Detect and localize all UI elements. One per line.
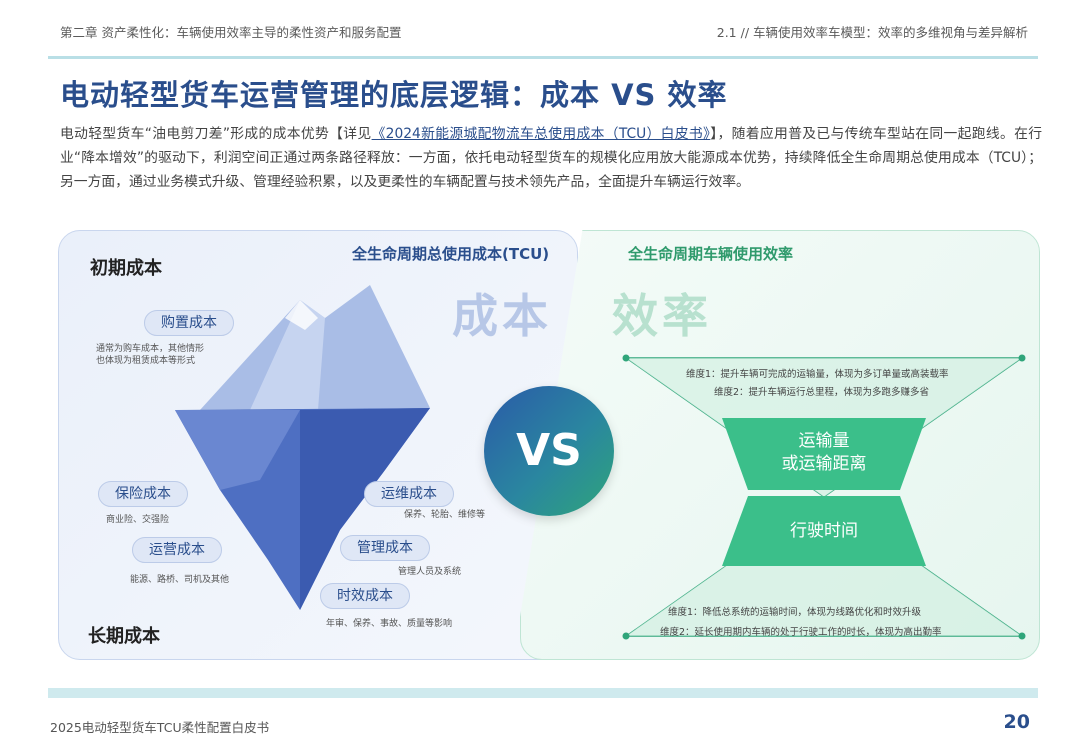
transport-volume-label: 运输量 或运输距离	[781, 431, 867, 474]
intro-text-2: 】，随着应用普及已与传统车型站在同一起跑线。在行业“降本增效”的驱动下，利润空间…	[60, 126, 1043, 190]
iceberg-body-light	[175, 410, 300, 490]
corner-dot-tr	[1018, 354, 1026, 362]
efficiency-watermark: 效率	[612, 289, 712, 343]
insurance-cost-note: 商业险、交强险	[106, 515, 170, 525]
cost-watermark: 成本	[452, 289, 552, 343]
header-divider	[48, 56, 1038, 59]
footer-title: 2025电动轻型货车TCU柔性配置白皮书	[50, 720, 270, 735]
corner-dot-bl	[622, 632, 630, 640]
operating-cost-note: 能源、路桥、司机及其他	[130, 575, 230, 585]
bottom-dimension-1: 维度1：降低总系统的运输时间，体现为线路优化和时效升级	[668, 607, 922, 618]
page-number: 20	[1003, 711, 1030, 733]
section-label: 2.1 // 车辆使用效率车模型：效率的多维视角与差异解析	[716, 25, 1028, 40]
intro-paragraph: 电动轻型货车“油电剪刀差”形成的成本优势【详见《2024新能源城配物流车总使用成…	[60, 122, 1042, 194]
efficiency-title: 全生命周期车辆使用效率	[628, 245, 794, 263]
intro-text-1: 电动轻型货车“油电剪刀差”形成的成本优势【详见	[60, 126, 372, 142]
chapter-label: 第二章 资产柔性化：车辆使用效率主导的柔性资产和服务配置	[60, 25, 402, 40]
management-cost-note: 管理人员及系统	[398, 567, 462, 577]
vs-circle: VS	[484, 386, 614, 516]
maintenance-cost-pill: 运维成本	[364, 481, 454, 507]
whitepaper-link[interactable]: 《2024新能源城配物流车总使用成本（TCU）白皮书》	[371, 126, 711, 142]
purchase-cost-pill: 购置成本	[144, 310, 234, 336]
management-cost-pill: 管理成本	[340, 535, 430, 561]
maintenance-cost-note: 保养、轮胎、维修等	[404, 510, 486, 520]
iceberg-body-shade	[300, 408, 430, 610]
hourglass-bottom-fill	[626, 497, 1022, 636]
driving-time-box	[722, 496, 926, 566]
purchase-cost-note: 通常为购车成本，其他情形 也体现为租赁成本等形式	[96, 344, 205, 366]
insurance-cost-pill: 保险成本	[98, 481, 188, 507]
tcu-title: 全生命周期总使用成本(TCU)	[352, 245, 550, 263]
iceberg-tip-snow	[285, 300, 318, 330]
timeliness-cost-pill: 时效成本	[320, 583, 410, 609]
initial-cost-label: 初期成本	[90, 258, 162, 279]
bottom-dimension-2: 维度2：延长使用期内车辆的处于行驶工作的时长，体现为高出勤率	[660, 627, 942, 638]
page-header: 第二章 资产柔性化：车辆使用效率主导的柔性资产和服务配置 2.1 // 车辆使用…	[0, 0, 1080, 60]
footer-divider	[48, 688, 1038, 698]
transport-volume-box	[722, 418, 926, 490]
timeliness-cost-note: 年审、保养、事故、质量等影响	[326, 619, 453, 629]
top-dimension-1: 维度1：提升车辆可完成的运输量，体现为多订单量或高装载率	[686, 369, 949, 380]
corner-dot-br	[1018, 632, 1026, 640]
page-title: 电动轻型货车运营管理的底层逻辑：成本 VS 效率	[60, 78, 728, 112]
top-dimension-2: 维度2：提升车辆运行总里程，体现为多跑多赚多省	[714, 387, 930, 398]
corner-dot-tl	[622, 354, 630, 362]
driving-time-label: 行驶时间	[790, 521, 858, 541]
long-term-cost-label: 长期成本	[88, 626, 160, 647]
operating-cost-pill: 运营成本	[132, 537, 222, 563]
